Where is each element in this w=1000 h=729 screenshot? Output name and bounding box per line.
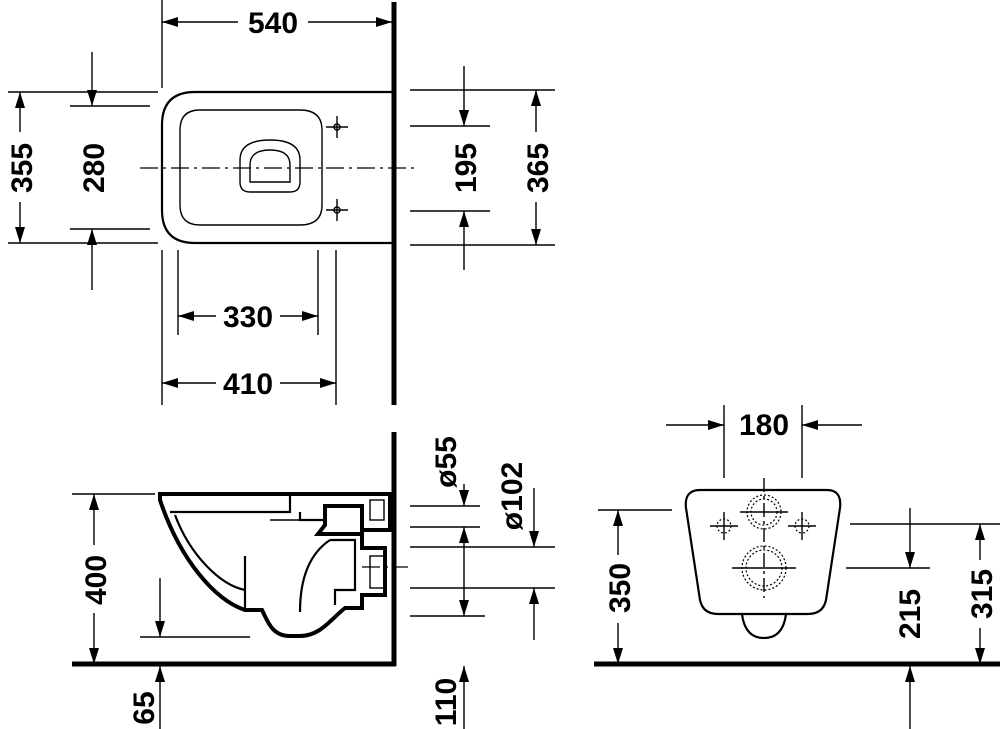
- dim-350: 350: [604, 563, 637, 613]
- rear-fixing-mark-left: [710, 512, 738, 540]
- side-outlet-stub: [369, 555, 385, 589]
- dim-65: 65: [128, 691, 161, 724]
- rear-body-outline: [684, 488, 842, 616]
- dim-540: 540: [248, 7, 298, 40]
- dim-365: 365: [522, 143, 555, 193]
- dim-o102: ø102: [496, 462, 529, 530]
- dim-355: 355: [6, 143, 39, 193]
- side-bowl-outline: [158, 492, 392, 638]
- dim-330: 330: [223, 301, 273, 334]
- rear-inlet-circle: [740, 494, 788, 530]
- dim-215: 215: [894, 589, 927, 639]
- dim-o55: ø55: [430, 436, 463, 488]
- top-flush-inner: [249, 149, 291, 183]
- dim-400: 400: [80, 555, 113, 605]
- dim-180: 180: [739, 409, 789, 442]
- rear-outlet-curve: [740, 613, 788, 640]
- top-bowl-rim: [179, 109, 323, 226]
- top-view: 540 355 280 195 365: [4, 0, 555, 405]
- dim-280: 280: [78, 143, 111, 193]
- side-view: 400 65 ø55 ø102 110: [72, 432, 555, 729]
- side-inlet-stub: [369, 499, 385, 521]
- side-trap-path: [298, 512, 357, 613]
- rear-fixing-mark-right: [788, 512, 816, 540]
- dim-410: 410: [223, 368, 273, 401]
- dim-315: 315: [966, 569, 999, 619]
- rear-outlet-circle: [732, 545, 796, 591]
- dim-195: 195: [450, 143, 483, 193]
- rear-view: 180 350 215 315: [594, 405, 1000, 729]
- dim-110: 110: [430, 678, 463, 726]
- side-bowl-inner: [170, 496, 292, 610]
- top-bowl-outline: [160, 90, 392, 245]
- top-fixing-mark-upper: [326, 116, 348, 138]
- top-flush-opening: [239, 139, 301, 193]
- top-fixing-mark-lower: [326, 199, 348, 221]
